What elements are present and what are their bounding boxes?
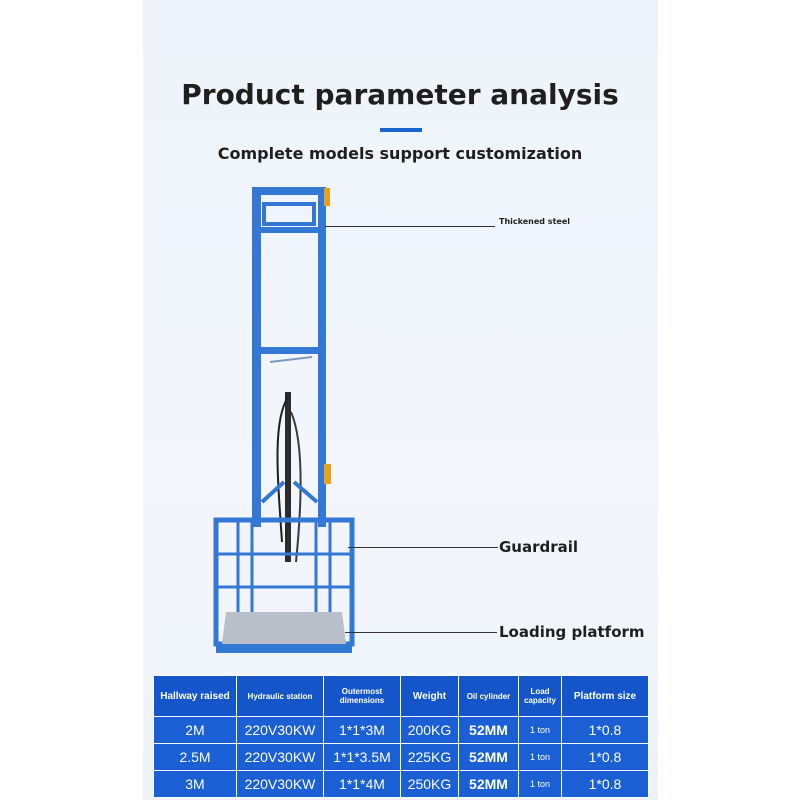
table-header-row: Hallway raised Hydraulic station Outermo… [153, 675, 649, 717]
table-cell: 220V30KW [236, 770, 324, 798]
table-cell: 250KG [400, 770, 459, 798]
table-cell: 1*0.8 [561, 716, 649, 744]
callout-line-platform [345, 632, 497, 633]
callout-line-top [325, 226, 495, 227]
content-panel [143, 0, 658, 800]
callout-guardrail: Guardrail [499, 538, 579, 556]
table-cell: 3M [153, 770, 237, 798]
parameter-table: Hallway raised Hydraulic station Outermo… [153, 675, 649, 798]
table-cell: 200KG [400, 716, 459, 744]
table-cell: 1*1*3M [323, 716, 401, 744]
callout-loading-platform: Loading platform [499, 623, 645, 641]
table-cell: 1*0.8 [561, 743, 649, 771]
table-cell: 1 ton [518, 743, 562, 771]
table-header: Load capacity [518, 675, 562, 717]
table-cell: 220V30KW [236, 716, 324, 744]
table-header: Oil cylinder [458, 675, 519, 717]
table-row: 2M 220V30KW 1*1*3M 200KG 52MM 1 ton 1*0.… [153, 716, 649, 744]
table-cell: 52MM [458, 770, 519, 798]
table-cell: 1 ton [518, 716, 562, 744]
table-cell: 52MM [458, 743, 519, 771]
table-row: 3M 220V30KW 1*1*4M 250KG 52MM 1 ton 1*0.… [153, 770, 649, 798]
page-subtitle: Complete models support customization [217, 144, 583, 163]
table-header: Hydraulic station [236, 675, 324, 717]
callout-line-guardrail [348, 547, 498, 548]
table-cell: 2.5M [153, 743, 237, 771]
title-accent-bar [380, 128, 422, 132]
table-cell: 1 ton [518, 770, 562, 798]
table-cell: 1*1*3.5M [323, 743, 401, 771]
page-title: Product parameter analysis [181, 78, 619, 111]
table-header: Hallway raised [153, 675, 237, 717]
table-header: Outermost dimensions [323, 675, 401, 717]
table-cell: 2M [153, 716, 237, 744]
callout-thickened-steel: Thickened steel [499, 217, 570, 226]
table-cell: 225KG [400, 743, 459, 771]
table-cell: 1*1*4M [323, 770, 401, 798]
table-header: Platform size [561, 675, 649, 717]
cargo-lift-illustration [213, 187, 355, 653]
table-cell: 52MM [458, 716, 519, 744]
table-cell: 1*0.8 [561, 770, 649, 798]
table-row: 2.5M 220V30KW 1*1*3.5M 225KG 52MM 1 ton … [153, 743, 649, 771]
table-header: Weight [400, 675, 459, 717]
table-cell: 220V30KW [236, 743, 324, 771]
